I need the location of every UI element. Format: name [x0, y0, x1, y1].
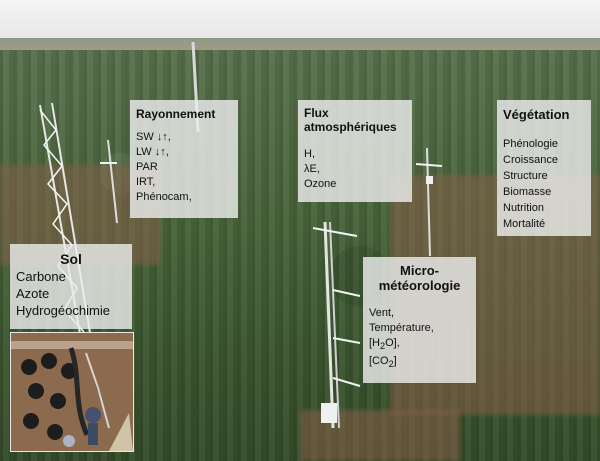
micro-water-vapour-prefix: [H [369, 337, 380, 349]
flux-line-ozone: Ozone [304, 178, 337, 190]
rayonnement-title: Rayonnement [136, 107, 216, 121]
micro-line-wind: Vent, [369, 307, 395, 319]
distant-horizon [0, 38, 600, 52]
sol-line-carbon: Carbone [16, 269, 66, 284]
micro-line-temperature: Température, [369, 322, 434, 334]
instrument-mast-left [100, 139, 118, 224]
micro-title-line-1: Micro- [400, 263, 439, 278]
micro-co2-suffix: ] [393, 355, 397, 368]
sky [0, 0, 600, 42]
rayonnement-line-longwave: LW ↓↑, [136, 146, 169, 158]
micro-co2-subscript: 2 [388, 359, 394, 370]
vegetation-line-nutrition: Nutrition [503, 202, 544, 214]
rayonnement-line-par: PAR [136, 161, 158, 173]
soil-profile-illustration [11, 333, 133, 451]
flux-label-box: Flux atmosphériques H, λE, Ozone [298, 100, 412, 202]
rayonnement-line-phenocam: Phénocam, [136, 191, 192, 203]
vegetation-line-growth: Croissance [503, 154, 559, 166]
vegetation-title: Végétation [503, 107, 570, 122]
soil-profile-photo [10, 332, 134, 452]
sol-title: Sol [60, 251, 82, 267]
micrometeorology-tower [312, 221, 361, 429]
micro-line-carbon-dioxide: [CO2] [369, 354, 470, 372]
rayonnement-line-shortwave: SW ↓↑, [136, 131, 171, 143]
flux-line-latent-heat: λE, [304, 163, 320, 175]
flux-line-h: H, [304, 148, 315, 160]
vegetation-line-mortality: Mortalité [503, 218, 546, 230]
micro-co2-prefix: [CO [369, 355, 389, 368]
rayonnement-line-irt: IRT, [136, 176, 156, 188]
flux-mast-right [415, 147, 443, 257]
sol-label-box: Sol Carbone Azote Hydrogéochimie [10, 244, 132, 329]
micro-water-subscript: 2 [380, 341, 386, 352]
micro-line-water-vapour: [H2O], [369, 336, 470, 354]
micro-water-vapour-suffix: O], [385, 337, 400, 349]
flux-title-line-1: Flux [304, 106, 329, 120]
vegetation-line-biomass: Biomasse [503, 186, 552, 198]
vegetation-line-structure: Structure [503, 170, 548, 182]
vegetation-line-phenology: Phénologie [503, 138, 559, 150]
micro-title-line-2: météorologie [378, 278, 461, 293]
flux-title-line-2: atmosphériques [304, 120, 397, 134]
sol-line-nitrogen: Azote [16, 286, 50, 301]
micrometeorology-label-box: Micro- météorologie Vent, Température, [… [363, 257, 476, 383]
rayonnement-label-box: Rayonnement SW ↓↑, LW ↓↑, PAR IRT, Phéno… [130, 100, 238, 218]
sol-line-hydrogeochemistry: Hydrogéochimie [16, 303, 110, 318]
vegetation-label-box: Végétation Phénologie Croissance Structu… [497, 100, 591, 236]
